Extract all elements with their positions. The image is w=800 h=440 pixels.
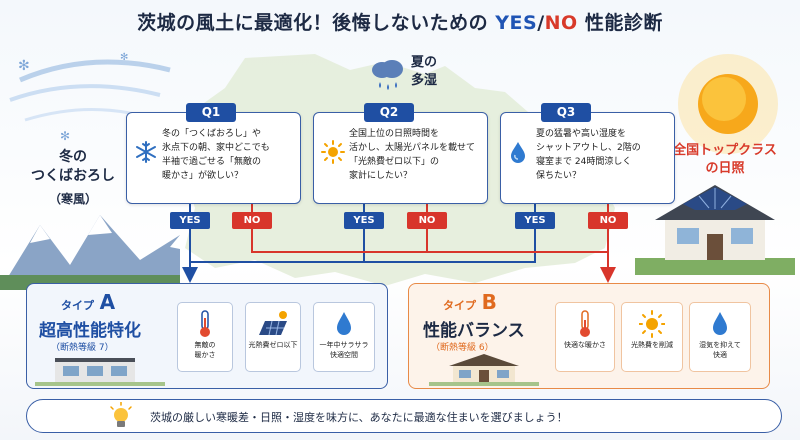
type-b-feature-humidity: 湿気を抑えて 快適: [689, 302, 751, 372]
question-badge-q2: Q2: [364, 103, 414, 122]
type-a-panel: タイプ A 超高性能特化 （断熱等級 7） 無敵の 暖かさ 光熱費ゼロ以下: [26, 283, 388, 389]
type-b-grade: （断熱等級 6）: [431, 343, 494, 353]
q2-yes-badge: YES: [344, 212, 384, 229]
type-a-feature-comfort: 一年中サラサラ 快適空間: [313, 302, 375, 372]
snowflake-icon: [136, 141, 156, 163]
water-drop-icon: [511, 142, 525, 163]
question-text-q2: 全国上位の日照時間を 活かし、太陽光パネルを載せて 「光熱費ゼロ以下」の 家計に…: [349, 129, 476, 181]
footer-message-bar: [26, 399, 782, 433]
q1-no-badge: NO: [232, 212, 272, 229]
question-card-q2: [313, 112, 488, 204]
type-b-heading: タイプ B: [443, 290, 497, 314]
type-b-name: 性能バランス: [423, 321, 525, 341]
light-bulb-icon: [110, 402, 132, 427]
title-no: NO: [544, 12, 578, 34]
summer-humidity-label: 夏の 多湿: [411, 55, 438, 88]
question-badge-q1: Q1: [186, 103, 236, 122]
type-b-feature-energy: 光熱費を削減: [621, 302, 683, 372]
type-a-house-illustration: [35, 358, 165, 386]
sun-illustration: [678, 54, 778, 154]
solar-house-illustration: [635, 185, 795, 275]
svg-text:✻: ✻: [18, 58, 30, 74]
svg-text:✻: ✻: [60, 129, 70, 143]
thermometer-icon: [200, 310, 210, 337]
type-b-feature-warmth: 快適な暖かさ: [555, 302, 615, 372]
water-drop-icon: [713, 312, 727, 335]
type-a-heading: タイプ A: [61, 290, 116, 314]
solar-panel-icon: [259, 311, 287, 336]
type-b-house-illustration: [429, 354, 539, 386]
page-title: 茨城の風土に最適化！後悔しないための YES/NO 性能診断: [137, 12, 663, 34]
title-yes: YES: [495, 12, 538, 34]
q1-yes-badge: YES: [170, 212, 210, 229]
water-drop-icon: [337, 312, 351, 335]
question-card-q3: [500, 112, 675, 204]
q3-no-badge: NO: [588, 212, 628, 229]
question-text-q1: 冬の「つくばおろし」や 氷点下の朝、家中どこでも 半袖で過ごせる「無敵の 暖かさ…: [162, 129, 270, 181]
rain-cloud-icon: [372, 60, 403, 90]
type-a-feature-warmth: 無敵の 暖かさ: [177, 302, 233, 372]
sun-icon: [321, 140, 345, 164]
thermometer-icon: [580, 310, 590, 337]
q3-yes-badge: YES: [515, 212, 555, 229]
type-a-grade: （断熱等級 7）: [51, 343, 114, 353]
winter-wind-sublabel: （寒風）: [48, 192, 97, 206]
svg-text:✻: ✻: [120, 52, 128, 63]
type-b-panel: タイプ B 性能バランス （断熱等級 6） 快適な暖かさ 光熱費を削減: [408, 283, 770, 389]
q2-no-badge: NO: [407, 212, 447, 229]
sunshine-label: 全国トップクラス の日照: [673, 143, 777, 176]
type-a-feature-energy: 光熱費ゼロ以下: [245, 302, 301, 372]
sun-icon: [639, 310, 665, 338]
footer-message: 茨城の厳しい寒暖差・日照・湿度を味方に、あなたに最適な住まいを選びましょう！: [150, 411, 568, 424]
winter-wind-label: 冬の つくばおろし: [31, 149, 115, 184]
question-badge-q3: Q3: [541, 103, 591, 122]
type-a-name: 超高性能特化: [39, 321, 141, 341]
question-text-q3: 夏の猛暑や高い湿度を シャットアウトし、2階の 寝室まで 24時間涼しく 保ちた…: [536, 129, 641, 181]
